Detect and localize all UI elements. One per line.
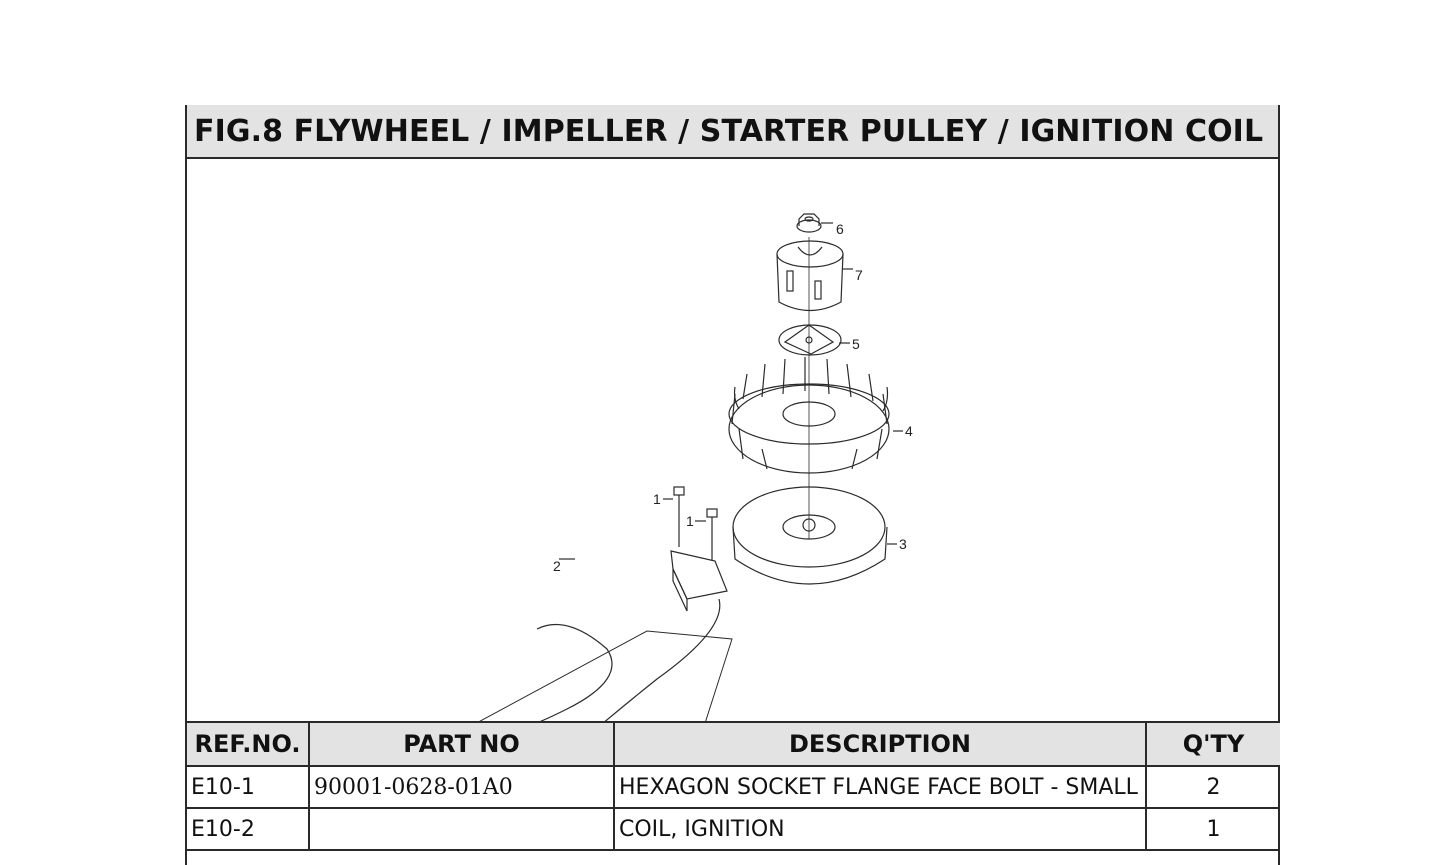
header-ref-no: REF.NO.	[187, 721, 310, 767]
plate-drawing	[778, 324, 850, 356]
cell-description: HEXAGON SOCKET FLANGE FACE BOLT - SMALL …	[613, 765, 1147, 809]
table-row: E10-2 COIL, IGNITION 1	[187, 807, 1280, 851]
cell-ref: E10-1	[187, 765, 310, 809]
header-part-no: PART NO	[308, 721, 615, 767]
parts-table: REF.NO. PART NO DESCRIPTION Q'TY E10-1 9…	[187, 721, 1280, 851]
exploded-parts-diagram: 6 7 5 4 3 1 1 2	[187, 159, 1278, 721]
cell-ref: E10-2	[187, 807, 310, 851]
parts-sheet: FIG.8 FLYWHEEL / IMPELLER / STARTER PULL…	[185, 105, 1280, 865]
cell-part-no: 90001-0628-01A0	[308, 765, 615, 809]
cell-qty: 1	[1145, 807, 1280, 851]
flywheel-drawing	[732, 486, 897, 585]
impeller-drawing	[728, 357, 903, 474]
cell-qty: 2	[1145, 765, 1280, 809]
ignition-coil-drawing	[479, 550, 733, 721]
cell-part-no	[308, 807, 615, 851]
header-qty: Q'TY	[1145, 721, 1280, 767]
table-header-row: REF.NO. PART NO DESCRIPTION Q'TY	[187, 721, 1280, 767]
cell-description: COIL, IGNITION	[613, 807, 1147, 851]
table-row: E10-1 90001-0628-01A0 HEXAGON SOCKET FLA…	[187, 765, 1280, 809]
header-description: DESCRIPTION	[613, 721, 1147, 767]
flange-nut-drawing	[796, 213, 833, 233]
bolts-drawing	[663, 486, 718, 561]
starter-pulley-drawing	[776, 240, 853, 311]
figure-title: FIG.8 FLYWHEEL / IMPELLER / STARTER PULL…	[187, 105, 1278, 159]
